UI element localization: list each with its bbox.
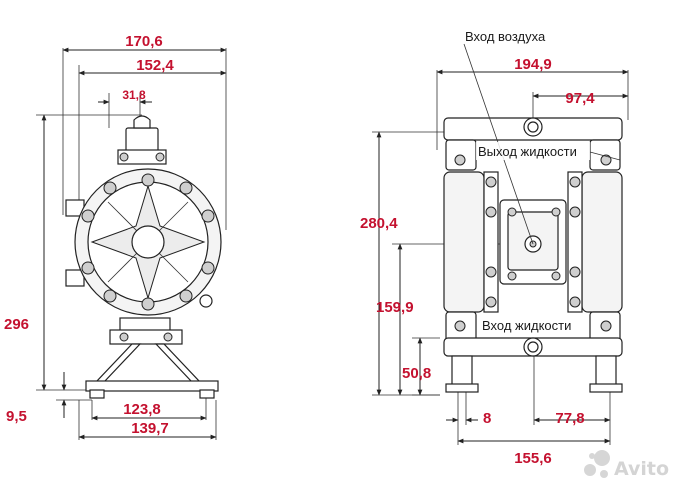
dim-123-8: 123,8 bbox=[123, 401, 161, 418]
top-manifold bbox=[117, 149, 167, 165]
dim-152-4: 152,4 bbox=[136, 57, 174, 74]
side-view: 170,6 152,4 31,8 296 9,5 123,8 139,7 bbox=[4, 33, 227, 440]
dim-50-8: 50,8 bbox=[402, 365, 431, 382]
dim-31-8: 31,8 bbox=[122, 88, 146, 102]
left-diaphragm-ring bbox=[483, 171, 499, 313]
chamber-bolts bbox=[81, 173, 215, 311]
label-air-inlet: Вход воздуха bbox=[465, 29, 546, 44]
watermark-text: Avito bbox=[614, 458, 669, 480]
front-view: Вход воздуха Выход жидкости Вход жидкост… bbox=[360, 29, 629, 467]
dim-170-6: 170,6 bbox=[125, 33, 163, 50]
dim-9-5: 9,5 bbox=[6, 408, 27, 425]
watermark-logo-icon bbox=[584, 450, 610, 478]
label-fluid-inlet: Вход жидкости bbox=[482, 318, 571, 333]
center-port bbox=[131, 225, 165, 259]
dim-77-8: 77,8 bbox=[555, 410, 584, 427]
dim-8: 8 bbox=[483, 410, 491, 427]
right-chamber bbox=[581, 171, 623, 313]
dim-159-9: 159,9 bbox=[376, 299, 414, 316]
label-fluid-outlet: Выход жидкости bbox=[478, 144, 577, 159]
dim-97-4: 97,4 bbox=[565, 90, 595, 107]
dim-155-6: 155,6 bbox=[514, 450, 552, 467]
dim-139-7: 139,7 bbox=[131, 420, 169, 437]
air-inlet-cap bbox=[133, 115, 151, 129]
stand-leg-left bbox=[94, 343, 142, 383]
dim-194-9: 194,9 bbox=[514, 56, 552, 73]
dim-280-4: 280,4 bbox=[360, 215, 398, 232]
left-chamber bbox=[443, 171, 485, 313]
foot-left bbox=[451, 355, 473, 387]
right-diaphragm-ring bbox=[567, 171, 583, 313]
dim-296: 296 bbox=[4, 316, 29, 333]
chamber-bolts-front bbox=[485, 176, 581, 308]
stand-leg-right bbox=[154, 343, 202, 383]
stand-base bbox=[85, 380, 219, 392]
watermark: Avito bbox=[584, 450, 669, 480]
foot-right bbox=[595, 355, 617, 387]
